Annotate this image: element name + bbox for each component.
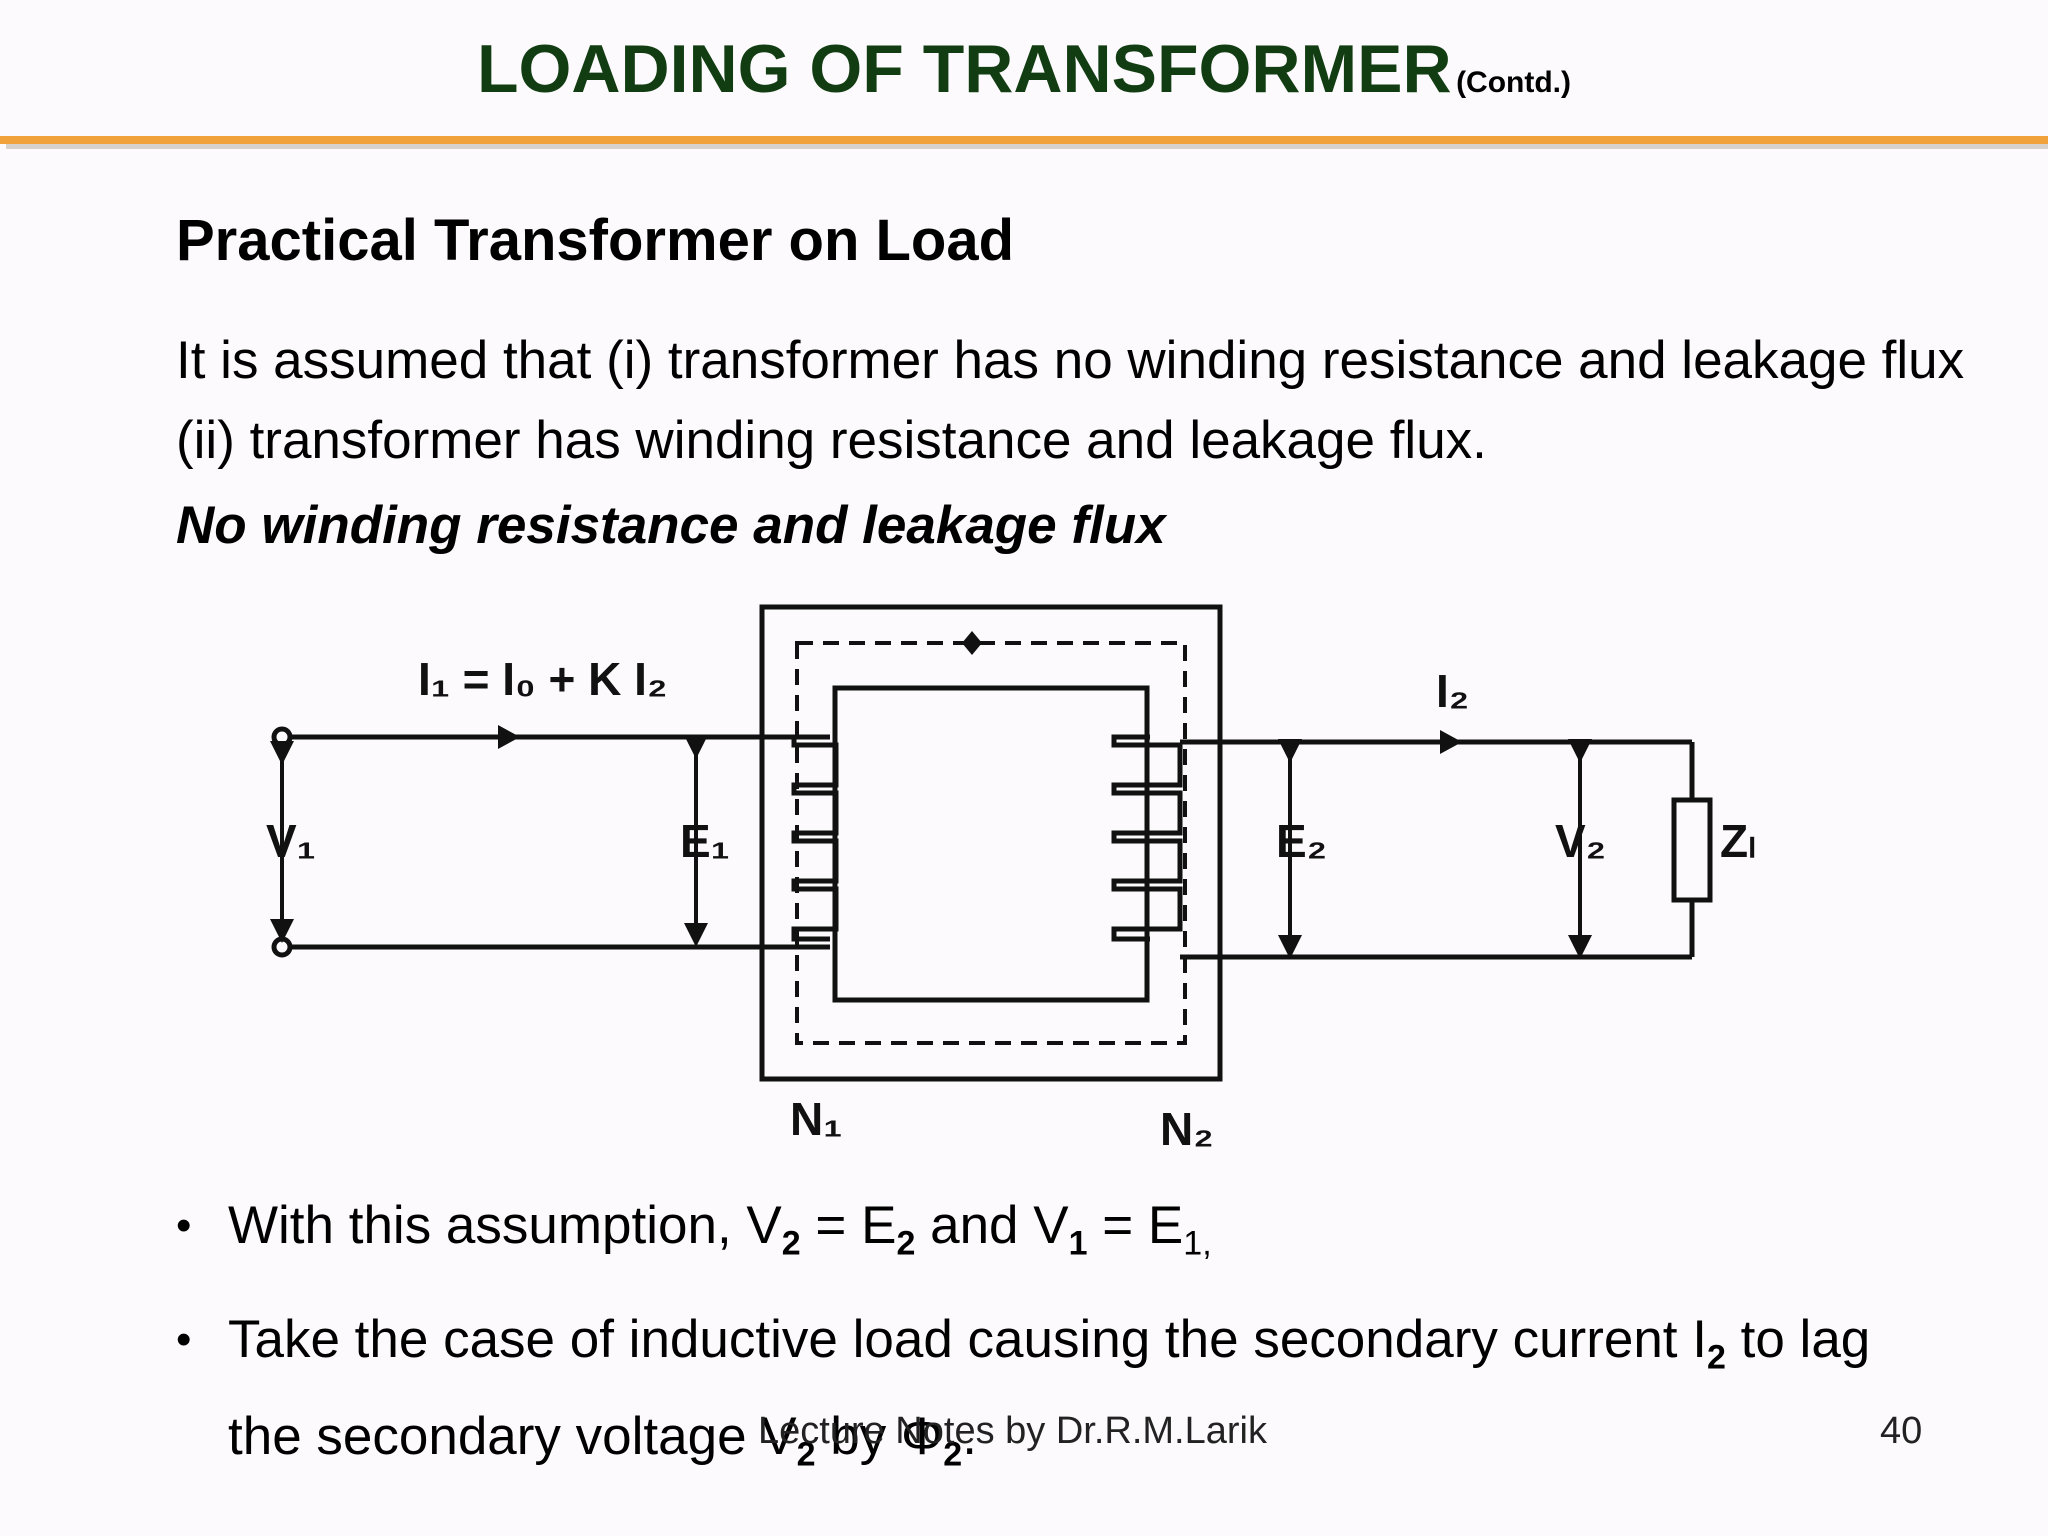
secondary-coil — [1111, 734, 1183, 942]
label-zl: Zₗ — [1720, 815, 1756, 867]
bullet-item: • Take the case of inductive load causin… — [176, 1300, 1956, 1495]
label-v2: V₂ — [1555, 815, 1606, 867]
label-i1: I₁ = I₀ + K I₂ — [418, 653, 667, 705]
label-n1: N₁ — [790, 1093, 842, 1145]
label-v1: V₁ — [266, 815, 316, 867]
bullet-list: • With this assumption, V2 = E2 and V1 =… — [176, 1186, 1956, 1511]
bullet-dot: • — [176, 1314, 192, 1364]
i2-arrow-icon — [1440, 730, 1462, 754]
title-rule — [0, 136, 2048, 144]
load-impedance — [1671, 797, 1713, 903]
page-number: 40 — [1880, 1410, 1923, 1452]
label-i2: I₂ — [1436, 665, 1469, 717]
bullet-dot: • — [176, 1201, 192, 1250]
flux-path — [795, 641, 1187, 1045]
core-outer — [759, 604, 1223, 1082]
title-main: LOADING OF TRANSFORMER — [476, 31, 1452, 107]
case-subheading: No winding resistance and leakage flux — [176, 496, 1166, 555]
label-e1: E₁ — [680, 815, 730, 867]
assumption-paragraph: It is assumed that (i) transformer has n… — [176, 331, 1965, 470]
slide-title: LOADING OF TRANSFORMER (Contd.) — [0, 30, 2048, 108]
section-heading: Practical Transformer on Load — [176, 208, 1015, 273]
title-rule-shadow — [6, 144, 2048, 149]
label-n2: N₂ — [1160, 1103, 1214, 1155]
bullet-item: • With this assumption, V2 = E2 and V1 =… — [176, 1186, 1956, 1284]
transformer-diagram: I₁ = I₀ + K I₂ I₂ V₁ E₁ E₂ V₂ Zₗ N₁ N₂ — [266, 604, 1756, 1155]
flux-arrow-icon — [962, 631, 982, 655]
primary-coil — [791, 734, 839, 942]
title-suffix: (Contd.) — [1456, 66, 1572, 99]
i1-arrow-icon — [498, 725, 520, 749]
core-window — [832, 685, 1150, 1003]
terminal-top — [271, 726, 293, 748]
footer-text: Lecture Notes by Dr.R.M.Larik — [758, 1410, 1267, 1452]
label-e2: E₂ — [1276, 815, 1327, 867]
terminal-bottom — [271, 936, 293, 958]
